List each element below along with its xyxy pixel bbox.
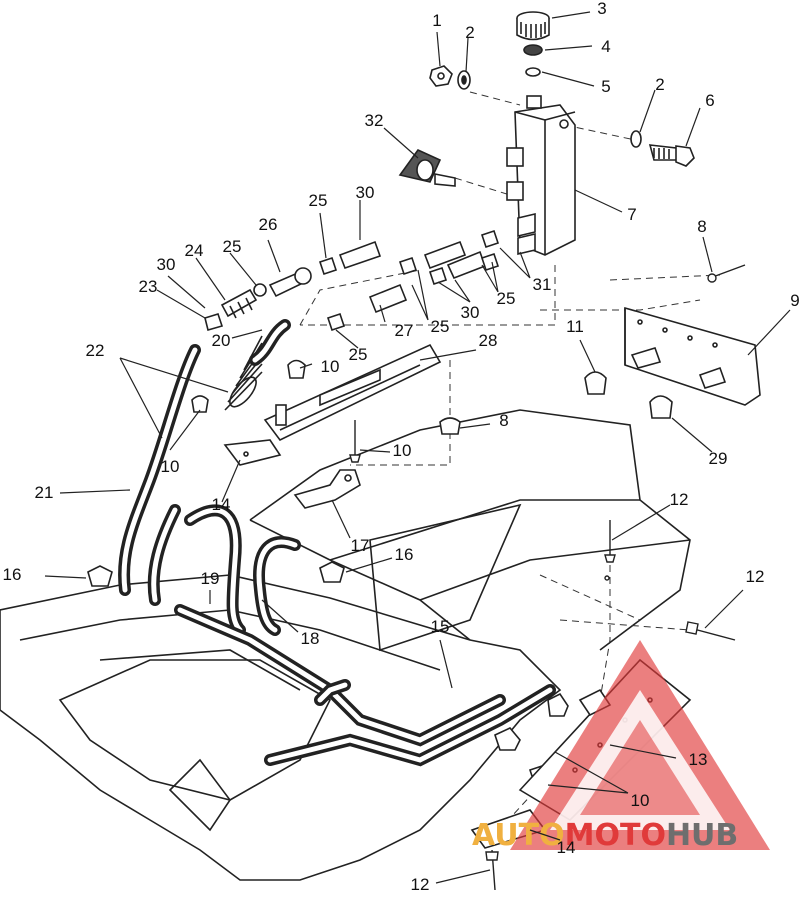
callout-29: 29	[709, 449, 728, 468]
callout-6: 6	[705, 91, 714, 110]
callout-25: 25	[497, 289, 516, 308]
callout-18: 18	[301, 629, 320, 648]
coolant-reservoir	[506, 95, 576, 256]
watermark-moto: MOTO	[565, 818, 666, 853]
callout-17: 17	[351, 536, 370, 555]
callout-8: 8	[499, 411, 508, 430]
callout-14: 14	[212, 495, 231, 514]
callout-10: 10	[393, 441, 412, 460]
callout-25: 25	[309, 191, 328, 210]
callout-10: 10	[161, 457, 180, 476]
callout-12: 12	[411, 875, 430, 894]
callout-15: 15	[431, 617, 450, 636]
callout-11: 11	[566, 317, 584, 336]
callout-5: 5	[601, 77, 610, 96]
callout-28: 28	[479, 331, 498, 350]
callout-4: 4	[601, 37, 610, 56]
clamp-32	[398, 149, 456, 187]
nut-and-washer	[429, 65, 471, 90]
callout-16: 16	[395, 545, 414, 564]
hose-fittings	[204, 229, 500, 332]
callout-24: 24	[185, 241, 204, 260]
callout-1: 1	[432, 11, 441, 30]
callout-9: 9	[790, 291, 799, 310]
callout-8: 8	[697, 217, 706, 236]
leader-lines	[44, 11, 791, 884]
callout-27: 27	[395, 321, 414, 340]
callout-10: 10	[321, 357, 340, 376]
automotohub-watermark: AUTOMOTOHUB	[472, 640, 770, 853]
callout-19: 19	[201, 569, 220, 588]
callout-12: 12	[746, 567, 765, 586]
callout-3: 3	[597, 0, 606, 18]
callout-30: 30	[356, 183, 375, 202]
watermark-auto: AUTO	[472, 818, 565, 853]
svg-text:AUTOMOTOHUB: AUTOMOTOHUB	[472, 818, 738, 853]
callout-14: 14	[557, 838, 576, 857]
callout-32: 32	[365, 111, 384, 130]
bracket-17	[293, 469, 361, 509]
callout-22: 22	[86, 341, 105, 360]
screws	[349, 264, 746, 891]
callout-16: 16	[3, 565, 22, 584]
callout-20: 20	[212, 331, 231, 350]
callout-12: 12	[670, 490, 689, 509]
callout-2: 2	[655, 75, 664, 94]
callout-30: 30	[157, 255, 176, 274]
callout-25: 25	[349, 345, 368, 364]
spring-20	[224, 335, 263, 411]
watermark-hub: HUB	[666, 818, 738, 853]
callout-21: 21	[35, 483, 54, 502]
bracket-14-upper	[223, 439, 282, 466]
callout-2: 2	[465, 23, 474, 42]
bracket-9	[624, 306, 761, 406]
mounting-bolt	[630, 130, 695, 167]
callout-10: 10	[631, 791, 650, 810]
callout-23: 23	[139, 277, 158, 296]
bracket-28	[263, 343, 442, 442]
callout-13: 13	[689, 750, 708, 769]
callout-7: 7	[627, 205, 636, 224]
callout-25: 25	[223, 237, 242, 256]
callout-25: 25	[431, 317, 450, 336]
callout-30: 30	[461, 303, 480, 322]
reservoir-cap	[516, 11, 550, 77]
callout-26: 26	[259, 215, 278, 234]
callout-31: 31	[533, 275, 552, 294]
assembly-lines	[299, 91, 721, 841]
coolant-hoses	[118, 319, 556, 767]
